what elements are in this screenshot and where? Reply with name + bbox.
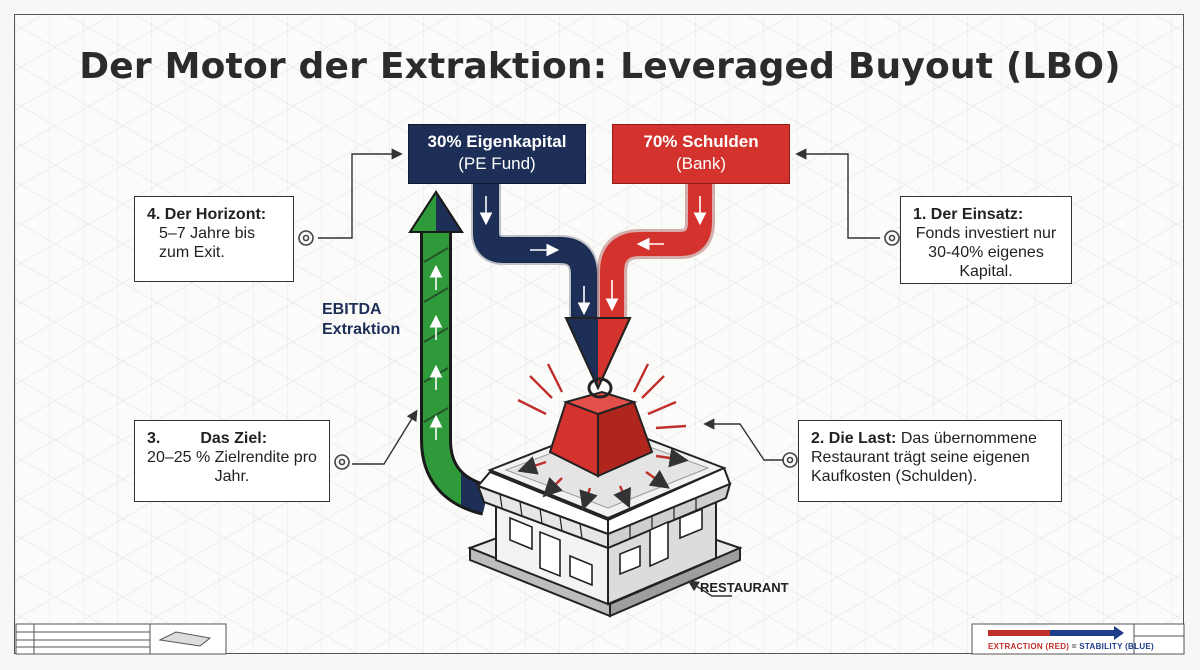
legend-caption: EXTRACTION (RED) = STABILITY (BLUE) — [988, 642, 1154, 651]
debt-sub: (Bank) — [675, 154, 727, 173]
page-title: Der Motor der Extraktion: Leveraged Buyo… — [79, 46, 1121, 87]
note-horizon-heading: 4. Der Horizont: — [147, 206, 267, 223]
note-burden-text: Das übernommene Restaurant trägt seine e… — [811, 430, 1037, 485]
note-stake-heading: 1. Der Einsatz: — [913, 206, 1024, 223]
legend-block — [971, 623, 1185, 655]
note-goal-text: 20–25 % Zielrendite pro Jahr. — [147, 449, 317, 485]
note-stake-text: Fonds investiert nur 30-40% eigenes Kapi… — [915, 225, 1057, 280]
note-horizon-text: 5–7 Jahre bis zum Exit. — [159, 225, 256, 261]
note-goal-heading: 3. Das Ziel: — [147, 430, 268, 447]
note-goal: 3. Das Ziel: 20–25 % Zielrendite pro Jah… — [134, 420, 330, 502]
ebitda-label: EBITDA Extraktion — [322, 301, 401, 338]
note-burden: 2. Die Last: Das übernommene Restaurant … — [798, 420, 1062, 502]
debt-source-box: 70% Schulden (Bank) — [612, 124, 790, 184]
equity-label: 30% Eigenkapital — [427, 132, 567, 151]
equity-source-box: 30% Eigenkapital (PE Fund) — [408, 124, 586, 184]
title-block-left — [15, 623, 227, 655]
gear-icon — [298, 230, 900, 470]
debt-weight — [548, 377, 654, 478]
equity-sub: (PE Fund) — [458, 154, 536, 173]
note-stake: 1. Der Einsatz: Fonds investiert nur 30-… — [900, 196, 1072, 284]
legend-blue-label: STABILITY (BLUE) — [1079, 642, 1155, 651]
legend-separator: = — [1069, 642, 1080, 651]
legend-red-label: EXTRACTION (RED) — [988, 642, 1070, 651]
restaurant-label: RESTAURANT — [700, 580, 789, 595]
debt-label: 70% Schulden — [643, 132, 759, 151]
note-burden-heading: 2. Die Last: — [811, 430, 897, 447]
note-horizon: 4. Der Horizont: 5–7 Jahre bis zum Exit. — [134, 196, 294, 282]
